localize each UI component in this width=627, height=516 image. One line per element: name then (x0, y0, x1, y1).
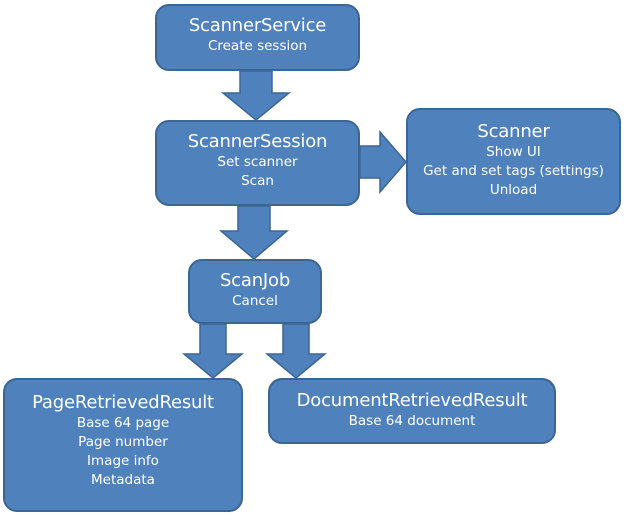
page-retrieved-result-node: PageRetrievedResult Base 64 page Page nu… (3, 378, 243, 512)
node-line: Base 64 document (348, 413, 476, 429)
arrow-service-to-session (220, 70, 292, 121)
scanner-node: Scanner Show UI Get and set tags (settin… (406, 108, 621, 215)
node-line: Get and set tags (settings) (423, 163, 604, 179)
arrow-session-to-scanjob (218, 205, 290, 260)
node-title: ScanJob (219, 270, 291, 291)
node-line: Page number (78, 434, 168, 450)
document-retrieved-result-node: DocumentRetrievedResult Base 64 document (268, 378, 556, 444)
node-line: Base 64 page (76, 415, 170, 431)
node-title: ScannerService (188, 15, 327, 36)
node-title: ScannerSession (187, 131, 328, 152)
scan-job-node: ScanJob Cancel (188, 259, 322, 324)
scanner-service-node: ScannerService Create session (155, 4, 360, 71)
arrow-scanjob-to-document (264, 323, 328, 379)
node-line: Cancel (232, 293, 278, 309)
node-line: Unload (489, 182, 538, 198)
node-line: Set scanner (217, 154, 298, 170)
node-line: Create session (207, 38, 308, 54)
node-title: PageRetrievedResult (32, 392, 214, 413)
node-line: Show UI (486, 144, 541, 160)
arrow-scanjob-to-page (181, 323, 245, 379)
arrow-session-to-scanner (359, 129, 407, 195)
node-line: Metadata (91, 472, 155, 488)
node-title: Scanner (477, 121, 550, 142)
scanner-session-node: ScannerSession Set scanner Scan (155, 120, 360, 206)
node-line: Scan (241, 173, 274, 189)
node-line: Image info (87, 453, 159, 469)
node-title: DocumentRetrievedResult (296, 390, 528, 411)
